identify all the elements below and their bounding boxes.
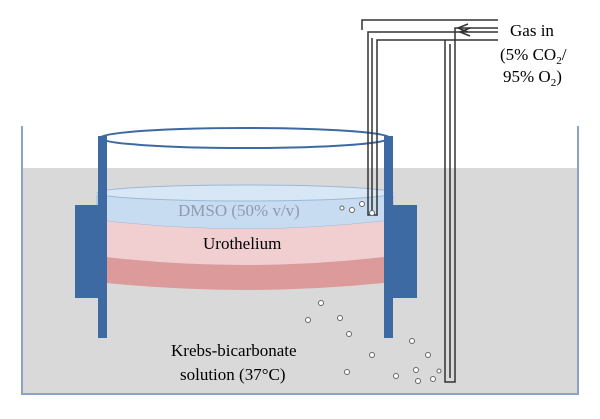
gas-mix-sub2: 2 [551, 77, 557, 89]
detrusor-layer [97, 256, 393, 290]
bubble [393, 373, 399, 379]
bubble [425, 352, 431, 358]
bubble [349, 207, 355, 213]
arrow-in-bottom [457, 27, 471, 37]
bubble [415, 378, 421, 384]
holder [75, 136, 417, 338]
holder-left-post [98, 136, 107, 338]
holder-right-clamp [391, 205, 417, 298]
dmso-top-surface [96, 184, 394, 202]
bath-outline [21, 126, 579, 395]
chamber-rim [99, 127, 391, 149]
bubble [436, 368, 442, 374]
bubble [339, 205, 345, 211]
bubble [413, 367, 419, 373]
dmso-label: DMSO (50% v/v) [178, 201, 300, 220]
bubble [369, 210, 375, 216]
krebs-label-line2: solution (37°C) [180, 365, 286, 384]
holder-right-post [384, 136, 393, 338]
gas-mix-line2: 95% O2) [503, 67, 562, 89]
gas-mix-line1: (5% CO2/ [500, 45, 567, 67]
gas-mix-slash: / [562, 45, 567, 64]
bubble [305, 317, 311, 323]
bubble [344, 369, 350, 375]
bubble [359, 201, 365, 207]
urothelium-label: Urothelium [203, 234, 281, 253]
tube-bath [361, 19, 498, 30]
krebs-label-line1: Krebs-bicarbonate [171, 341, 297, 360]
gas-tubing [361, 19, 498, 383]
bubble [346, 331, 352, 337]
urothelium-layer [97, 220, 393, 265]
bubble [337, 315, 343, 321]
gas-mix-prefix: (5% CO [500, 45, 556, 64]
bubble [318, 300, 324, 306]
gas-mix-sub1: 2 [556, 55, 562, 67]
gas-bubbles [305, 201, 442, 384]
gas-in-label: Gas in [510, 21, 554, 40]
bubble [409, 338, 415, 344]
holder-left-clamp [75, 205, 101, 298]
bubble [430, 376, 436, 382]
gas-mix-2-prefix: 95% O [503, 67, 551, 86]
gas-mix-close: ) [556, 67, 562, 86]
bubble [369, 352, 375, 358]
